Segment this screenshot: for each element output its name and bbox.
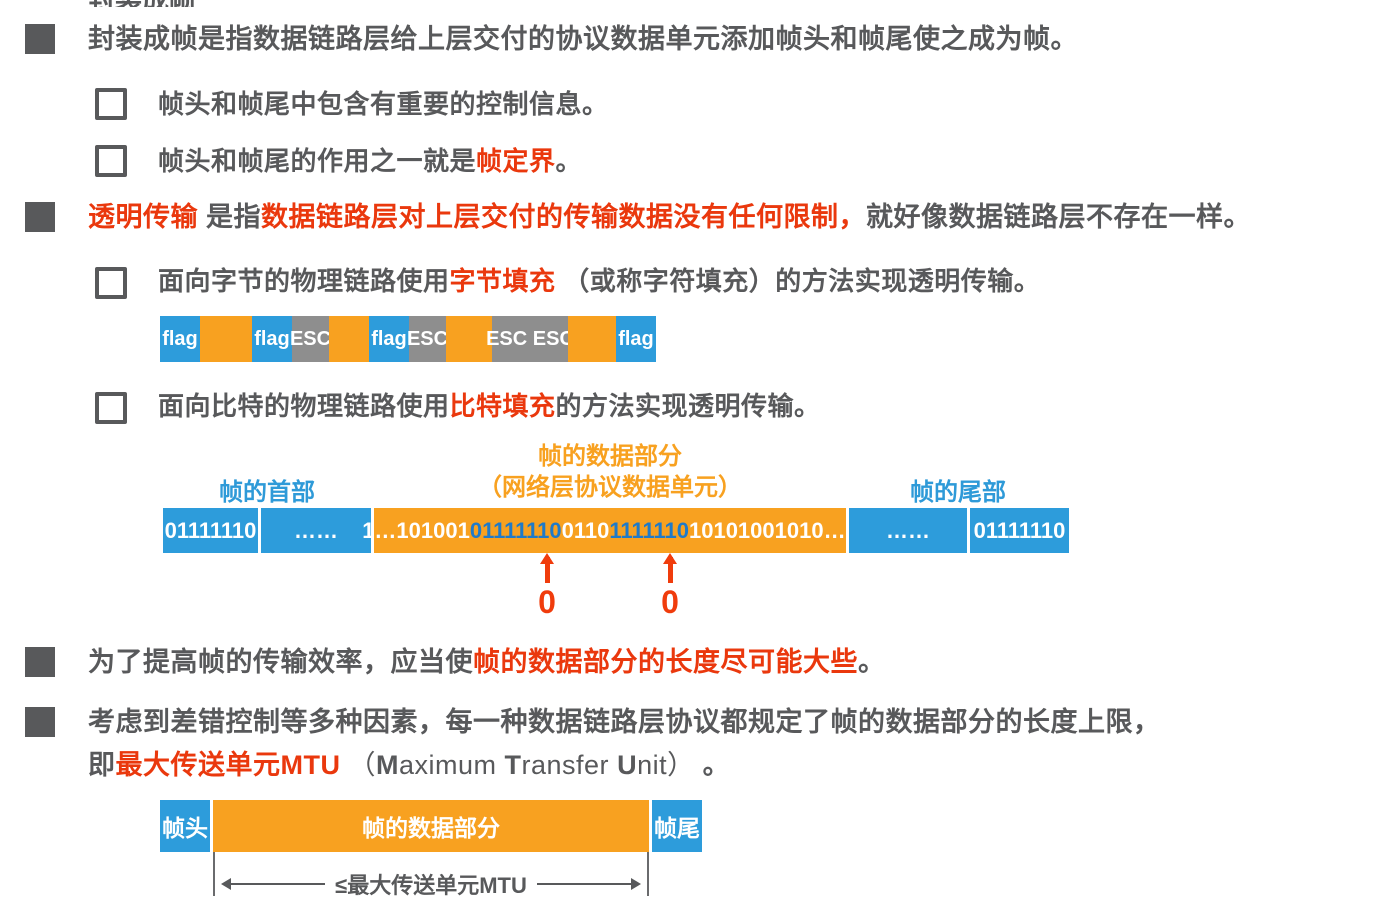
mtu-cell-blue: 帧尾	[652, 800, 702, 852]
byte-stuffing-segment-gray: ESC ESC	[486, 316, 574, 362]
clipped-text-fragment: 封装成帧	[88, 0, 208, 7]
subbullet-text-control-info: 帧头和帧尾中包含有重要的控制信息。	[158, 88, 609, 121]
text-segment: 封装成帧是指数据链路层给上层交付的协议数据单元添加帧头和帧尾使之成为帧。	[88, 24, 1078, 54]
checkbox-square-icon	[95, 267, 127, 299]
arrow-shaft	[536, 883, 632, 885]
text-segment: 帧头和帧尾中包含有重要的控制信息。	[158, 89, 609, 119]
mtu-frame-bar: 帧头帧的数据部分帧尾	[160, 800, 702, 852]
text-segment: ransfer	[521, 750, 618, 780]
insert-arrow-icon	[540, 553, 554, 583]
mtu-dimension-label: ≤最大传送单元MTU	[335, 873, 527, 898]
frame-data-label-line1: 帧的数据部分	[538, 443, 682, 470]
arrow-shaft	[231, 883, 326, 885]
clipped-text: 封装成帧	[88, 0, 208, 7]
byte-stuffing-segment-orange	[568, 316, 616, 362]
text-segment: （	[340, 750, 376, 780]
text-segment: 帧定界	[476, 146, 556, 176]
bit-string-segment: 1…101001	[362, 517, 470, 543]
text-segment: （或称字符填充）的方法实现透明传输。	[555, 266, 1041, 296]
frame-cell-blue: ……	[261, 508, 371, 553]
text-segment: 为了提高帧的传输效率，应当使	[88, 647, 473, 677]
bullet-text-mtu-line2: 即最大传送单元MTU （Maximum Transfer Unit） 。	[88, 748, 730, 782]
insert-arrow-icon	[663, 553, 677, 583]
frame-cell-blue: 01111110	[970, 508, 1069, 553]
text-segment: 就好像数据链路层不存在一样。	[866, 202, 1252, 232]
byte-stuffing-segment-blue: flag	[252, 316, 292, 362]
checkbox-square-icon	[95, 145, 127, 177]
bullet-square-icon	[25, 707, 55, 737]
byte-stuffing-segment-blue: flag	[616, 316, 656, 362]
mtu-cell-blue: 帧头	[160, 800, 210, 852]
mtu-cell-orange: 帧的数据部分	[213, 800, 649, 852]
bullet-square-icon	[25, 24, 55, 54]
mtu-dimension: ≤最大传送单元MTU	[213, 852, 649, 898]
byte-stuffing-segment-orange	[446, 316, 492, 362]
text-segment: aximum	[399, 750, 505, 780]
inserted-zero-bit: 0	[661, 584, 679, 620]
text-segment: M	[376, 750, 399, 780]
text-segment: 。	[858, 647, 886, 677]
text-segment: 比特填充	[449, 391, 556, 421]
text-segment: 是指	[198, 202, 262, 232]
byte-stuffing-segment-gray: ESC	[290, 316, 331, 362]
arrow-right-icon	[631, 878, 647, 890]
bullet-square-icon	[25, 647, 55, 677]
text-segment: 面向字节的物理链路使用	[158, 266, 450, 296]
text-segment: 。	[555, 146, 583, 176]
text-segment: T	[504, 750, 522, 780]
text-segment: 。	[694, 750, 731, 780]
bullet-text-transparent-transmission: 透明传输 是指数据链路层对上层交付的传输数据没有任何限制，就好像数据链路层不存在…	[88, 200, 1251, 234]
byte-stuffing-segment-gray: ESC	[407, 316, 448, 362]
bullet-text-efficiency: 为了提高帧的传输效率，应当使帧的数据部分的长度尽可能大些。	[88, 645, 886, 679]
inserted-zero-bit: 0	[538, 584, 556, 620]
text-segment: 即	[88, 750, 116, 780]
bullet-text-framing: 封装成帧是指数据链路层给上层交付的协议数据单元添加帧头和帧尾使之成为帧。	[88, 22, 1078, 56]
checkbox-square-icon	[95, 392, 127, 424]
text-segment: U	[617, 750, 638, 780]
text-segment: 数据链路层对上层交付的传输数据没有任何限制，	[261, 202, 867, 232]
arrow-left-icon	[215, 878, 231, 890]
text-segment: 考虑到差错控制等多种因素，每一种数据链路层协议都规定了帧的数据部分的长度上限，	[88, 707, 1161, 737]
text-segment: 透明传输	[88, 202, 198, 232]
frame-cell-blue: 01111110	[163, 508, 258, 553]
bit-string-segment: 1111110	[609, 517, 689, 543]
subbullet-text-bit-stuffing: 面向比特的物理链路使用比特填充的方法实现透明传输。	[158, 390, 821, 423]
bullet-square-icon	[25, 202, 55, 232]
subbullet-text-frame-delimit: 帧头和帧尾的作用之一就是帧定界。	[158, 145, 582, 178]
byte-stuffing-segment-blue: flag	[369, 316, 409, 362]
bit-string-segment: 10101001010…0	[688, 517, 858, 543]
mtu-dimension-arrow: ≤最大传送单元MTU	[215, 868, 647, 900]
subbullet-text-byte-stuffing: 面向字节的物理链路使用字节填充 （或称字符填充）的方法实现透明传输。	[158, 265, 1040, 298]
frame-data-label: 帧的数据部分 （网络层协议数据单元）	[410, 441, 810, 503]
frame-cell-blue: ……	[849, 508, 967, 553]
bullet-text-mtu-line1: 考虑到差错控制等多种因素，每一种数据链路层协议都规定了帧的数据部分的长度上限，	[88, 705, 1161, 739]
text-segment: 面向比特的物理链路使用	[158, 391, 450, 421]
text-segment: 的方法实现透明传输。	[555, 391, 821, 421]
frame-header-label: 帧的首部	[219, 479, 315, 506]
frame-data-label-line2: （网络层协议数据单元）	[478, 474, 742, 501]
text-segment: 帧头和帧尾的作用之一就是	[158, 146, 477, 176]
byte-stuffing-segment-orange	[329, 316, 369, 362]
byte-stuffing-segment-blue: flag	[160, 316, 200, 362]
text-segment: nit）	[637, 750, 695, 780]
bit-string-segment: 01111110	[469, 517, 562, 543]
bit-string-segment: 0110	[561, 517, 610, 543]
text-segment: 字节填充	[449, 266, 556, 296]
byte-stuffing-segment-orange	[200, 316, 252, 362]
text-segment: 帧的数据部分的长度尽可能大些	[473, 647, 858, 677]
frame-trailer-label: 帧的尾部	[910, 479, 1006, 506]
checkbox-square-icon	[95, 88, 127, 120]
text-segment: 最大传送单元MTU	[115, 750, 341, 780]
